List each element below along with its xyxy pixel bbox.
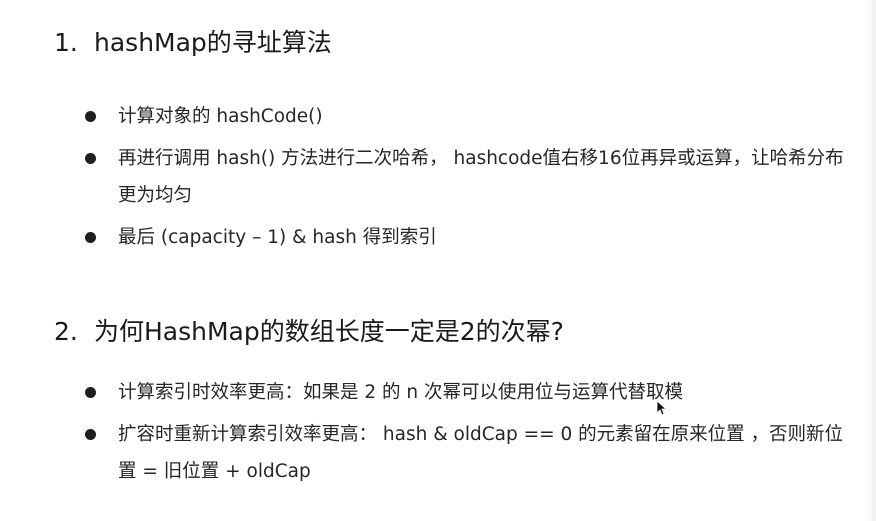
bullet-text: 计算索引时效率更高：如果是 2 的 n 次幂可以使用位与运算代替取模 (118, 382, 684, 403)
section-1-number: 1. (54, 28, 78, 57)
bullet-item: 最后 (capacity – 1) & hash 得到索引 (84, 219, 844, 256)
section-2-title: 为何HashMap的数组长度一定是2的次幂? (94, 317, 564, 346)
bullet-item: 再进行调用 hash() 方法进行二次哈希， hashcode值右移16位再异或… (84, 140, 844, 214)
bullet-text: 计算对象的 hashCode() (118, 106, 323, 127)
section-1-bullet-list: 计算对象的 hashCode() 再进行调用 hash() 方法进行二次哈希， … (84, 98, 844, 261)
section-1-title: hashMap的寻址算法 (94, 28, 332, 57)
bullet-item: 扩容时重新计算索引效率更高： hash & oldCap == 0 的元素留在原… (84, 416, 844, 490)
section-2-number: 2. (54, 317, 78, 346)
right-edge-shadow (864, 0, 876, 521)
bullet-dot-icon (85, 429, 96, 440)
bullet-dot-icon (85, 111, 96, 122)
bullet-text: 最后 (capacity – 1) & hash 得到索引 (118, 227, 437, 248)
section-2-heading: 2. 为何HashMap的数组长度一定是2的次幂? (54, 316, 564, 348)
section-1-heading: 1. hashMap的寻址算法 (54, 27, 332, 59)
bullet-dot-icon (85, 387, 96, 398)
bullet-dot-icon (85, 153, 96, 164)
bullet-item: 计算对象的 hashCode() (84, 98, 844, 135)
bullet-text: 扩容时重新计算索引效率更高： hash & oldCap == 0 的元素留在原… (118, 424, 843, 482)
bullet-dot-icon (85, 232, 96, 243)
bullet-text: 再进行调用 hash() 方法进行二次哈希， hashcode值右移16位再异或… (118, 148, 844, 206)
section-2-bullet-list: 计算索引时效率更高：如果是 2 的 n 次幂可以使用位与运算代替取模 扩容时重新… (84, 374, 844, 495)
bullet-item: 计算索引时效率更高：如果是 2 的 n 次幂可以使用位与运算代替取模 (84, 374, 844, 411)
mouse-pointer-icon (656, 400, 666, 416)
